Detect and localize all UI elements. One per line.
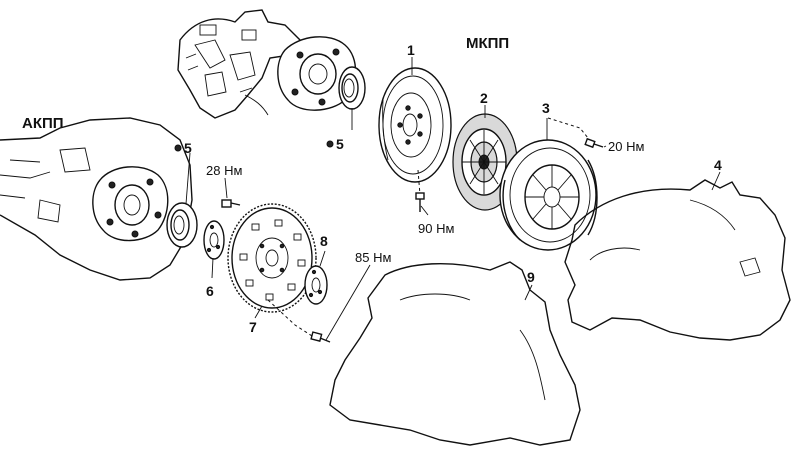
bolt-20nm [547,117,604,149]
callout-4: 4 [714,157,722,173]
callout-8: 8 [320,233,328,249]
labels: МКПП АКПП 1 2 3 4 5 5 6 7 8 9 20 Нм 90 Н… [22,35,722,335]
callout-3: 3 [542,100,550,116]
engine-rear-plate-upper [277,36,357,111]
callout-9: 9 [527,269,535,285]
bullet-5-mkpp [326,140,334,148]
torque-28: 28 Нм [206,163,242,178]
bolt-85nm [267,299,331,343]
drive-plate-ring-gear [227,203,317,313]
leader-lines [185,57,721,341]
rear-oil-seal-mkpp [338,66,366,110]
torque-90: 90 Нм [418,221,454,236]
bolt-90nm [415,169,425,212]
engine-rear-plate-lower [92,166,169,242]
akpp-title: АКПП [22,115,64,132]
callout-5-mkpp: 5 [336,136,344,152]
callout-2: 2 [480,90,488,106]
clutch-cover [499,139,598,251]
spacer-plate-front [203,220,225,260]
mkpp-title: МКПП [466,35,509,52]
torque-85: 85 Нм [355,250,391,265]
spacer-plate-rear [304,265,328,305]
torque-20: 20 Нм [608,139,644,154]
rear-oil-seal-akpp [166,202,198,248]
callout-6: 6 [206,283,214,299]
bullet-5-akpp [174,144,182,152]
transmission-case-akpp [329,261,581,446]
callout-5-akpp: 5 [184,140,192,156]
callout-1: 1 [407,42,415,58]
engine-block-lower [0,117,193,281]
engine-block-upper [177,9,301,119]
callout-7: 7 [249,319,257,335]
flywheel [378,67,452,183]
transmission-case-mkpp [564,179,791,341]
bolt-28nm [221,199,241,208]
